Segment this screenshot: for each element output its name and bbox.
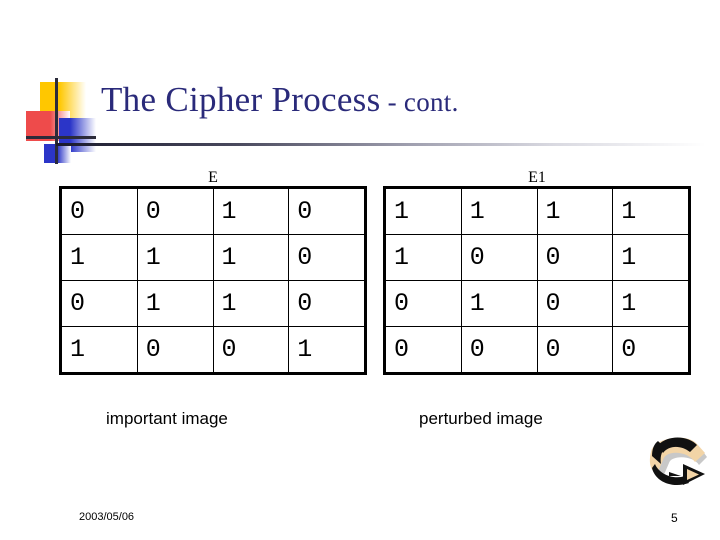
matrix-cell: 0	[536, 234, 614, 281]
table-row: 1 0 0 1	[60, 326, 366, 374]
table-row: 0 0 1 0	[60, 187, 366, 235]
matrix-cell: 0	[212, 326, 290, 374]
caption-important-image: important image	[106, 409, 228, 428]
design-logo	[26, 78, 96, 164]
table-row: 1 1 1 1	[384, 187, 690, 235]
matrix-cell: 1	[536, 187, 614, 235]
matrix-label-e: E	[208, 169, 218, 186]
matrix-cell: 0	[288, 234, 366, 281]
matrix-cell: 0	[384, 280, 462, 327]
matrix-cell: 1	[60, 326, 138, 374]
logo-vertical-line	[55, 78, 58, 164]
matrix-cell: 1	[288, 326, 366, 374]
bit-matrix-e: 0 0 1 0 1 1 1 0 0 1 1 0 1	[59, 186, 367, 375]
matrix-cell: 1	[612, 187, 690, 235]
curved-right-arrow-icon	[642, 432, 714, 494]
matrix-cell: 1	[60, 234, 138, 281]
matrix-block-e1: E1 1 1 1 1 1 0 0 1 0 1 0	[383, 169, 691, 375]
matrix-cell: 0	[288, 187, 366, 235]
matrix-cell: 1	[460, 280, 538, 327]
matrix-cell: 0	[536, 280, 614, 327]
matrix-cell: 1	[136, 280, 214, 327]
matrix-cell: 1	[136, 234, 214, 281]
footer-page-number: 5	[671, 511, 678, 525]
caption-perturbed-image: perturbed image	[419, 409, 543, 428]
matrix-cell: 1	[384, 187, 462, 235]
matrix-cell: 1	[212, 234, 290, 281]
table-row: 0 1 0 1	[384, 280, 690, 327]
matrix-label-e1: E1	[528, 169, 546, 186]
matrix-cell: 1	[384, 234, 462, 281]
matrix-cell: 0	[136, 187, 214, 235]
matrix-cell: 0	[460, 326, 538, 374]
logo-horizontal-line	[26, 136, 96, 139]
table-row: 1 0 0 1	[384, 234, 690, 281]
matrix-cell: 0	[536, 326, 614, 374]
title-divider-rule	[56, 143, 706, 146]
table-row: 1 1 1 0	[60, 234, 366, 281]
matrix-cell: 1	[612, 280, 690, 327]
matrix-cell: 0	[60, 280, 138, 327]
matrix-cell: 1	[460, 187, 538, 235]
page-title-suffix: - cont.	[380, 87, 459, 117]
page-title: The Cipher Process - cont.	[101, 80, 459, 120]
matrix-cell: 0	[136, 326, 214, 374]
table-row: 0 1 1 0	[60, 280, 366, 327]
matrix-cell: 0	[612, 326, 690, 374]
footer-date: 2003/05/06	[79, 511, 135, 523]
matrix-cell: 1	[212, 280, 290, 327]
matrix-cell: 0	[460, 234, 538, 281]
table-row: 0 0 0 0	[384, 326, 690, 374]
matrix-cell: 1	[612, 234, 690, 281]
matrix-cell: 1	[212, 187, 290, 235]
bit-matrix-e1: 1 1 1 1 1 0 0 1 0 1 0 1 0	[383, 186, 691, 375]
matrix-cell: 0	[384, 326, 462, 374]
page-title-main: The Cipher Process	[101, 80, 381, 119]
matrix-cell: 0	[288, 280, 366, 327]
matrix-block-e: E 0 0 1 0 1 1 1 0 0 1 1	[59, 169, 367, 375]
matrix-cell: 0	[60, 187, 138, 235]
